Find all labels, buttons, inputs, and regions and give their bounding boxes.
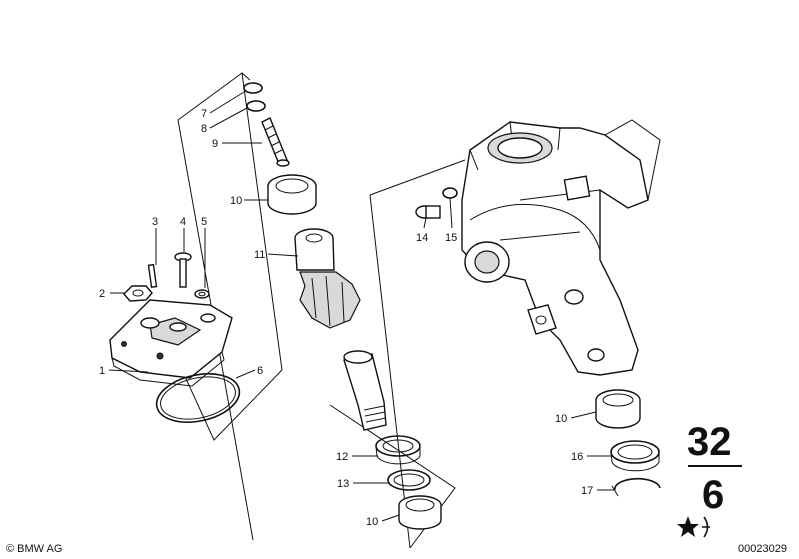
lower-bearing-set bbox=[595, 389, 661, 497]
cover-assembly bbox=[109, 252, 241, 423]
group-number: 32 6 bbox=[677, 420, 742, 538]
callout-14: 14 bbox=[416, 232, 428, 244]
callout-15: 15 bbox=[445, 232, 457, 244]
callout-10-bottom: 10 bbox=[366, 516, 378, 528]
small-fittings bbox=[415, 187, 458, 219]
callout-17: 17 bbox=[581, 485, 593, 497]
callout-9: 9 bbox=[212, 138, 218, 150]
group-main-number: 32 bbox=[687, 420, 732, 464]
callout-5: 5 bbox=[201, 216, 207, 228]
callout-numbers: 7 8 9 10 11 3 4 5 2 1 6 12 13 10 14 15 1… bbox=[99, 108, 593, 528]
callout-13: 13 bbox=[337, 478, 349, 490]
copyright-text: © BMW AG bbox=[6, 543, 62, 555]
image-number: 00023029 bbox=[738, 543, 787, 555]
pinion-shaft-assembly bbox=[243, 82, 442, 530]
callout-10-top: 10 bbox=[230, 195, 242, 207]
callout-11: 11 bbox=[254, 249, 265, 261]
callout-10-right: 10 bbox=[555, 413, 567, 425]
callout-2: 2 bbox=[99, 288, 105, 300]
callout-8: 8 bbox=[201, 123, 207, 135]
leader-lines bbox=[108, 91, 614, 522]
steering-box-housing bbox=[461, 119, 661, 376]
callout-16: 16 bbox=[571, 451, 583, 463]
callout-6: 6 bbox=[257, 365, 263, 377]
callout-3: 3 bbox=[152, 216, 158, 228]
bracket-icon bbox=[702, 516, 710, 538]
callout-12: 12 bbox=[336, 451, 348, 463]
callout-4: 4 bbox=[180, 216, 186, 228]
star-icon bbox=[677, 516, 699, 537]
callout-1: 1 bbox=[99, 365, 105, 377]
callout-7: 7 bbox=[201, 108, 207, 120]
group-sub-number: 6 bbox=[702, 473, 724, 517]
